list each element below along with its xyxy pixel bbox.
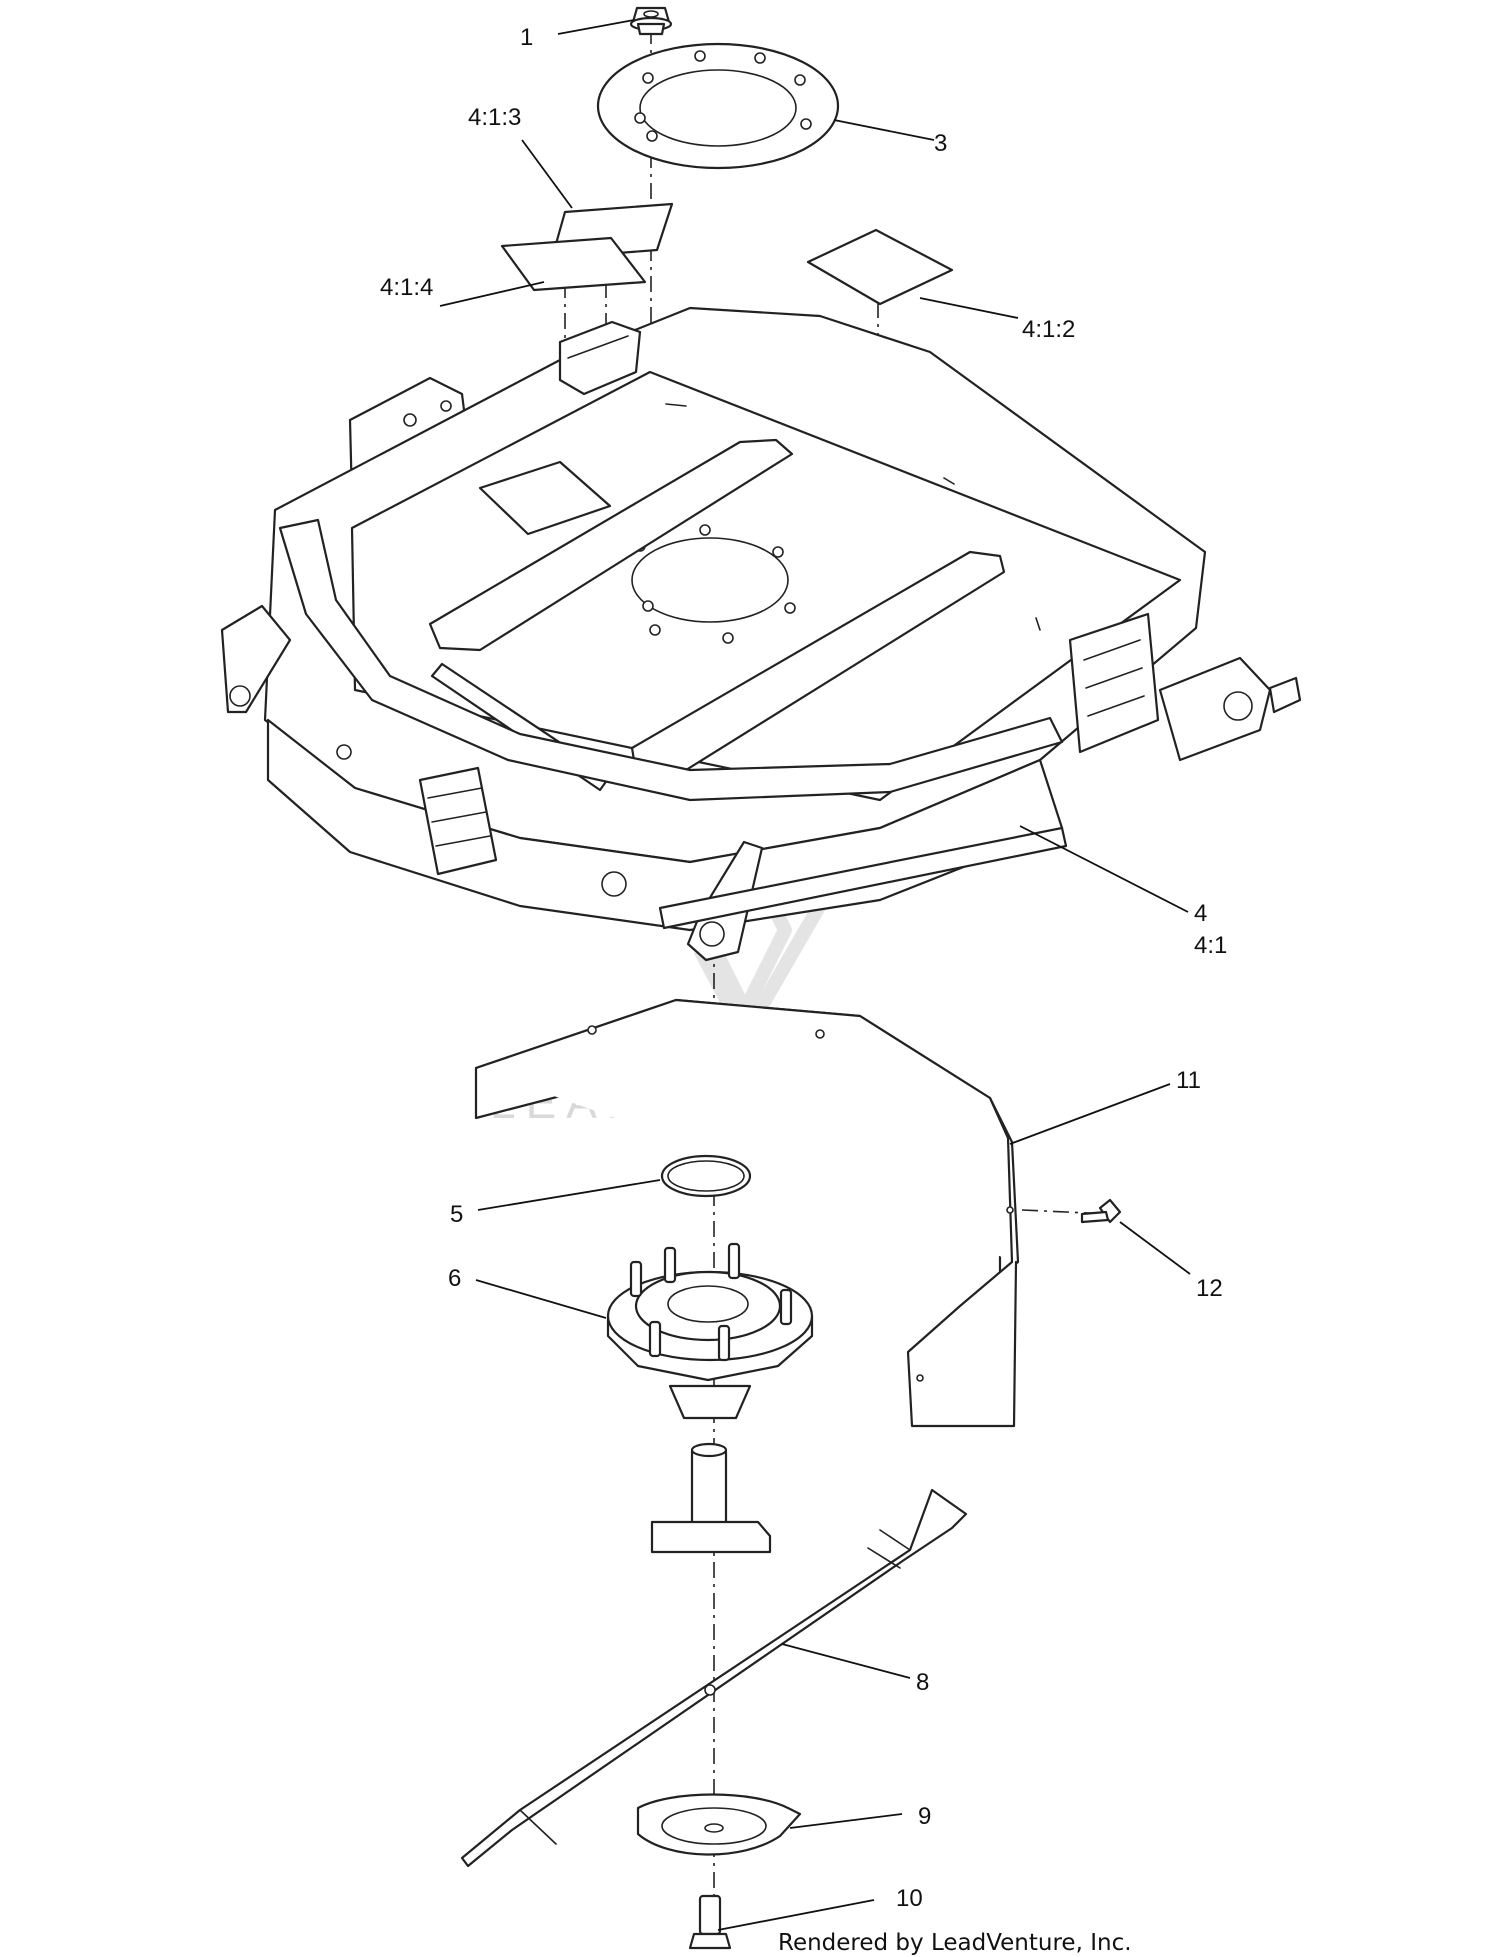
callout-4: 4 — [1194, 900, 1207, 927]
part-11-baffle[interactable] — [474, 998, 1020, 1428]
part-9-blade-cup[interactable] — [636, 1793, 802, 1856]
part-3-mounting-flange[interactable] — [596, 42, 840, 170]
part-8-blade[interactable] — [460, 1488, 968, 1868]
part-12-bolt[interactable] — [1080, 1198, 1122, 1224]
callout-3: 3 — [934, 130, 947, 157]
callout-8: 8 — [916, 1669, 929, 1696]
callout-1: 1 — [520, 24, 533, 51]
callout-6: 6 — [448, 1265, 461, 1292]
callout-4-1-3: 4:1:3 — [468, 104, 521, 131]
part-6-spindle-housing[interactable] — [606, 1242, 814, 1420]
rendered-by-credit: Rendered by LeadVenture, Inc. — [778, 1930, 1132, 1956]
leader-lines — [439, 19, 1191, 1931]
part-4-1-4-decal[interactable] — [500, 236, 647, 292]
assembly-centerlines — [564, 28, 1111, 1930]
part-4-mower-deck[interactable] — [220, 306, 1302, 962]
spindle-shaft[interactable] — [650, 1442, 772, 1554]
part-4-1-2-decal[interactable] — [806, 228, 954, 306]
callout-labels: 1 3 4:1:3 4:1:4 4:1:2 4 4:1 11 5 12 6 8 … — [380, 24, 1227, 1912]
callout-11: 11 — [1176, 1067, 1201, 1094]
callout-4-1-2: 4:1:2 — [1022, 316, 1075, 343]
callout-10: 10 — [896, 1885, 923, 1912]
callout-12: 12 — [1196, 1275, 1223, 1302]
callout-4-1-4: 4:1:4 — [380, 274, 433, 301]
part-1-flange-nut[interactable] — [629, 6, 673, 36]
callout-4-1: 4:1 — [1194, 932, 1227, 959]
part-10-blade-bolt[interactable] — [688, 1894, 732, 1950]
part-5-o-ring[interactable] — [660, 1154, 752, 1198]
callout-9: 9 — [918, 1803, 931, 1830]
callout-5: 5 — [450, 1201, 463, 1228]
